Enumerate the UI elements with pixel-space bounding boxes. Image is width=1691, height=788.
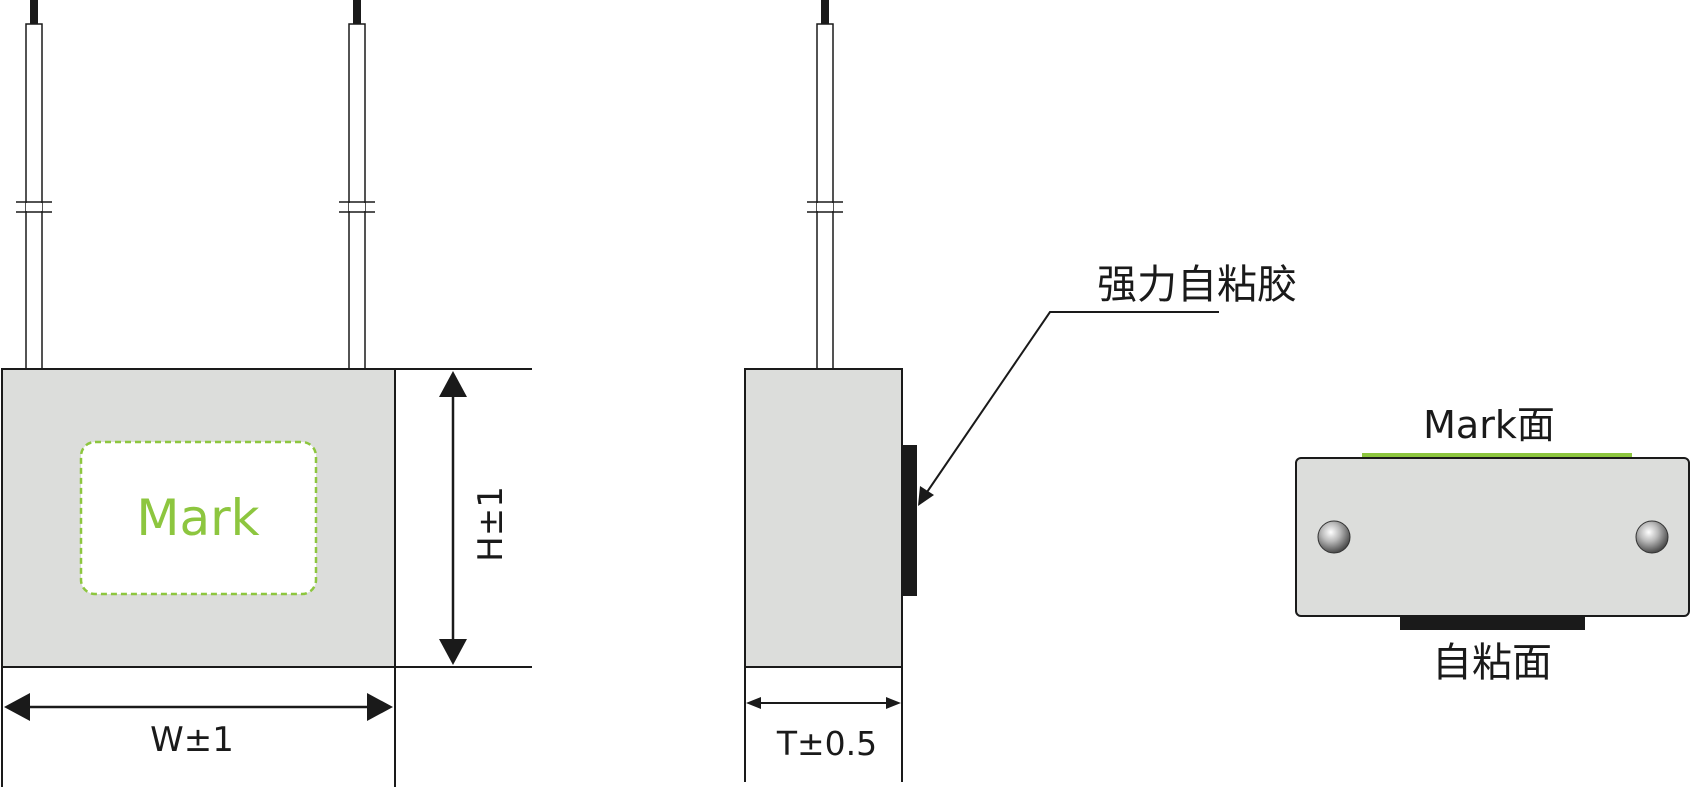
thickness-dimension-label: T±0.5 xyxy=(776,724,877,763)
adhesive-face-label: 自粘面 xyxy=(1432,640,1552,686)
terminal-right xyxy=(1635,520,1669,554)
adhesive-face-strip xyxy=(1400,616,1585,630)
mark-label: Mark xyxy=(136,489,259,547)
front-lead-left xyxy=(16,0,52,370)
mark-face-strip xyxy=(1362,453,1632,458)
terminal-left xyxy=(1317,520,1351,554)
top-body xyxy=(1295,457,1690,617)
width-dimension-label: W±1 xyxy=(150,720,234,760)
top-view: Mark面 自粘面 xyxy=(1295,403,1690,686)
width-dimension: W±1 xyxy=(4,693,393,760)
side-view: T±0.5 强力自粘胶 xyxy=(744,0,1297,782)
adhesive-callout-label: 强力自粘胶 xyxy=(1097,262,1297,308)
adhesive-callout: 强力自粘胶 xyxy=(918,262,1297,506)
side-lead xyxy=(807,0,843,370)
front-view: Mark H±1 W±1 xyxy=(1,0,532,787)
side-adhesive-pad xyxy=(902,445,917,596)
mark-face-label: Mark面 xyxy=(1423,403,1555,447)
mark-area xyxy=(79,440,318,596)
thickness-dimension: T±0.5 xyxy=(746,697,901,763)
height-dimension: H±1 xyxy=(439,371,511,665)
height-dimension-label: H±1 xyxy=(471,486,511,562)
front-lead-right xyxy=(339,0,375,370)
side-body xyxy=(744,368,903,668)
